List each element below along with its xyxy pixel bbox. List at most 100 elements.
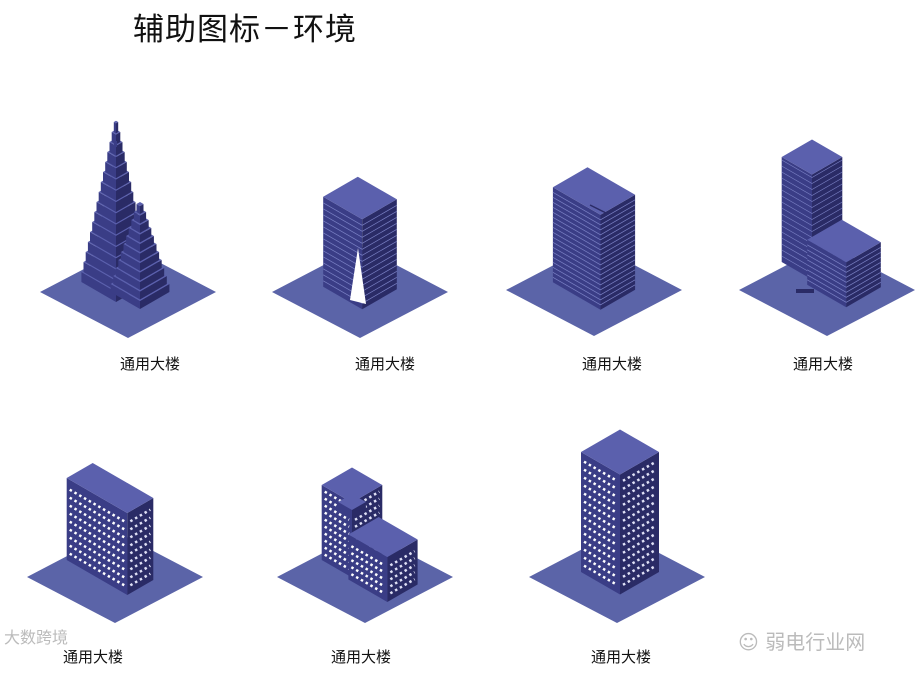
window-row bbox=[583, 548, 618, 570]
window-row bbox=[583, 532, 618, 554]
window-row bbox=[350, 545, 385, 567]
window-row bbox=[583, 460, 618, 482]
floor-line bbox=[552, 231, 636, 261]
floor-line bbox=[323, 208, 397, 232]
window-row bbox=[350, 573, 385, 595]
window-row bbox=[129, 540, 151, 555]
window-row bbox=[622, 500, 657, 522]
building-face bbox=[66, 478, 128, 595]
building-face bbox=[140, 252, 160, 271]
building-face bbox=[116, 142, 123, 156]
building-face bbox=[140, 268, 165, 290]
window-row bbox=[129, 524, 151, 539]
window-row bbox=[324, 532, 350, 549]
window-row bbox=[583, 516, 618, 538]
floor-line bbox=[323, 238, 397, 262]
building-face bbox=[103, 172, 116, 190]
floor-line bbox=[552, 191, 636, 221]
building-roof bbox=[66, 463, 154, 513]
window-row bbox=[389, 550, 416, 567]
window-row bbox=[583, 564, 618, 586]
floor-line bbox=[781, 183, 843, 202]
wechat-icon: ☺ bbox=[738, 630, 759, 654]
floor-line bbox=[552, 236, 636, 266]
building-face bbox=[120, 252, 140, 271]
floor-line bbox=[552, 276, 636, 306]
floor-line bbox=[323, 202, 397, 226]
window-row bbox=[583, 492, 618, 514]
floor-line bbox=[323, 280, 397, 304]
office-building-windows-icon bbox=[27, 463, 203, 623]
window-row bbox=[622, 548, 657, 570]
window-row bbox=[389, 557, 416, 574]
building-face bbox=[807, 239, 847, 308]
watermark-text: 大数跨境 bbox=[4, 628, 69, 647]
building-face bbox=[323, 196, 363, 310]
floor-line bbox=[807, 279, 881, 303]
window-row bbox=[324, 518, 350, 535]
wechat-watermark: ☺ 弱电行业网 bbox=[738, 626, 865, 655]
building-face bbox=[131, 220, 140, 233]
floor-line bbox=[323, 244, 397, 268]
building-face bbox=[90, 232, 116, 257]
floor-line bbox=[781, 165, 843, 184]
floor-line bbox=[781, 159, 843, 178]
arch-gap bbox=[350, 248, 366, 304]
building-label: 通用大楼 bbox=[62, 648, 124, 666]
building-face bbox=[107, 152, 116, 167]
building-roof bbox=[136, 202, 144, 206]
building-face bbox=[140, 284, 170, 309]
building-face bbox=[81, 272, 116, 302]
building-face bbox=[92, 222, 116, 246]
floor-line bbox=[781, 207, 843, 226]
building-face bbox=[83, 262, 116, 291]
window-row bbox=[583, 484, 618, 506]
floor-line bbox=[323, 226, 397, 250]
building-face bbox=[136, 204, 140, 214]
building-face bbox=[348, 534, 388, 602]
window-row bbox=[622, 476, 657, 498]
building-face bbox=[115, 268, 140, 290]
floor-line bbox=[552, 241, 636, 271]
floor-line bbox=[807, 254, 881, 278]
floor-line bbox=[781, 177, 843, 196]
building-roof bbox=[781, 139, 843, 175]
floor-line bbox=[552, 196, 636, 226]
window-row bbox=[354, 511, 380, 528]
floor-line bbox=[807, 274, 881, 298]
floor-line bbox=[323, 220, 397, 244]
window-row bbox=[622, 524, 657, 546]
office-tower-windows-icon bbox=[529, 429, 705, 623]
building-face bbox=[116, 132, 121, 145]
building-face bbox=[116, 202, 136, 224]
window-row bbox=[354, 490, 380, 507]
building-label: 通用大楼 bbox=[590, 648, 652, 666]
skyscraper-twin-spire-icon bbox=[40, 120, 216, 338]
building-face bbox=[116, 162, 127, 179]
floor-line bbox=[552, 206, 636, 236]
building-roof bbox=[807, 219, 881, 263]
building-face bbox=[362, 199, 397, 310]
building-face bbox=[118, 260, 140, 281]
window-row bbox=[622, 556, 657, 578]
window-row bbox=[324, 553, 350, 570]
building-face bbox=[352, 502, 366, 518]
floor-line bbox=[552, 251, 636, 281]
window-row bbox=[622, 460, 657, 482]
window-row bbox=[583, 524, 618, 546]
building-face bbox=[116, 172, 129, 190]
window-row bbox=[350, 559, 385, 581]
window-row bbox=[129, 516, 151, 531]
office-building-stepped-icon bbox=[277, 467, 453, 623]
office-building-arch-icon bbox=[272, 176, 448, 338]
building-face bbox=[123, 244, 140, 262]
building-face bbox=[140, 204, 144, 214]
page-title: 辅助图标－环境 bbox=[133, 12, 357, 48]
floor-line bbox=[781, 171, 843, 190]
window-row bbox=[622, 468, 657, 490]
window-row bbox=[324, 525, 350, 542]
building-face bbox=[140, 276, 167, 300]
window-row bbox=[622, 516, 657, 538]
building-face bbox=[113, 122, 116, 134]
building-face bbox=[581, 452, 620, 595]
